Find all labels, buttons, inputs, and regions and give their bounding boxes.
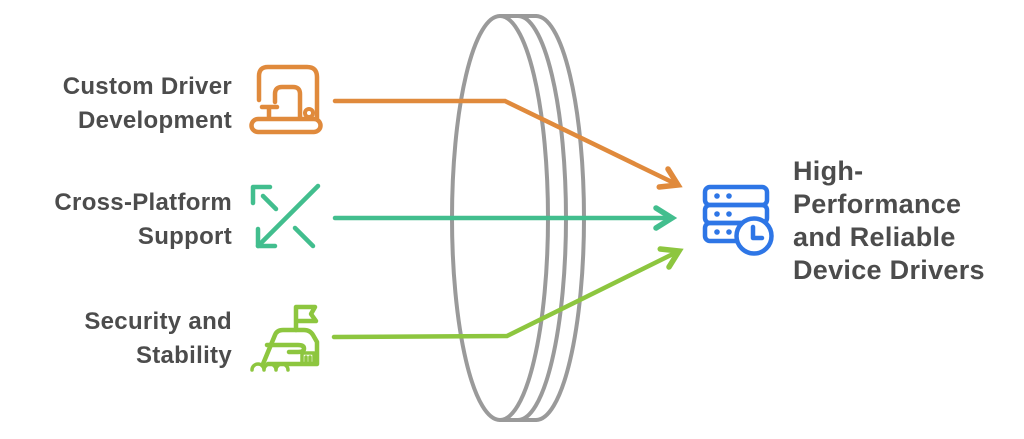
label-line: Support <box>137 223 232 250</box>
arrowhead-lime-icon <box>657 246 684 270</box>
input-label-custom-driver-development: Custom Driver Development <box>63 70 232 138</box>
connector-custom-driver-line <box>332 98 677 186</box>
label-line: Development <box>77 107 232 134</box>
label-line: Performance <box>793 189 962 219</box>
arrowhead-orange-icon <box>656 166 683 190</box>
connector-security-line <box>331 250 678 340</box>
output-label-high-performance-reliable-device-drivers: High- Performance and Reliable Device Dr… <box>793 155 985 287</box>
cross-arrows-icon <box>250 183 321 249</box>
sewing-machine-icon <box>249 64 323 135</box>
clock-hands <box>750 224 765 241</box>
server-clock-icon <box>702 184 774 256</box>
connector-cross-platform <box>332 205 678 231</box>
buoy-icon <box>250 304 320 372</box>
label-line: Device Drivers <box>793 255 985 285</box>
label-line: Stability <box>135 342 232 369</box>
label-line: High- <box>793 156 864 186</box>
input-label-cross-platform-support: Cross-Platform Support <box>54 186 232 254</box>
label-line: Security and <box>84 308 232 335</box>
label-line: Cross-Platform <box>54 189 232 216</box>
connector-security <box>331 246 684 340</box>
connector-custom-driver <box>332 98 683 190</box>
label-line: and Reliable <box>793 222 956 252</box>
label-line: Custom Driver <box>62 73 232 100</box>
arrowhead-teal-icon <box>653 205 678 231</box>
input-label-security-and-stability: Security and Stability <box>84 305 232 373</box>
